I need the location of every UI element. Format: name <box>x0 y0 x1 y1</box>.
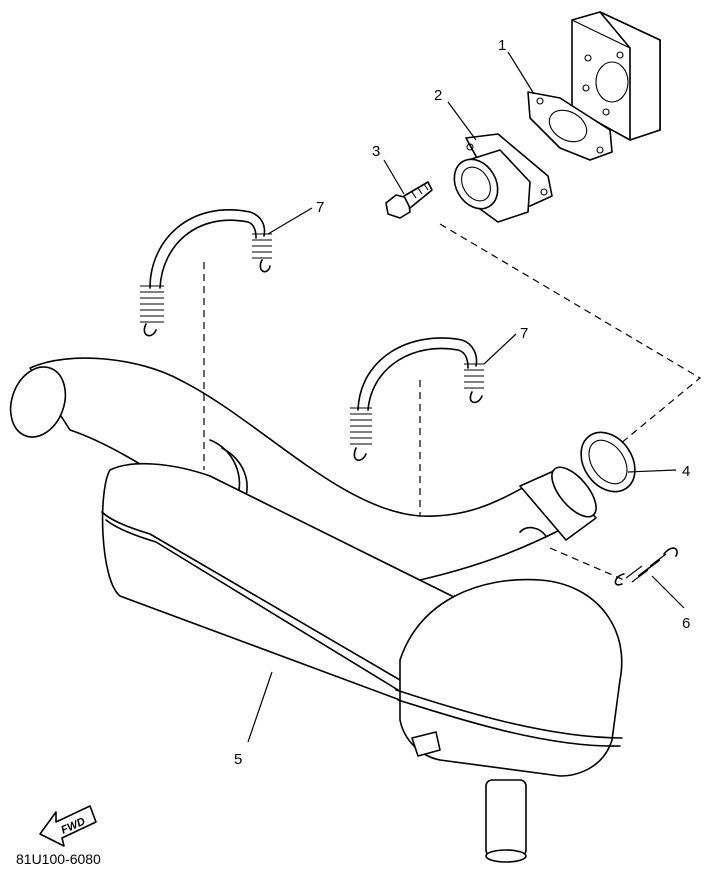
assembly-line-joint <box>439 223 702 445</box>
callout-label-7-lower: 7 <box>520 325 528 342</box>
spring-lower-middle <box>350 337 484 461</box>
callout-5: 5 <box>234 671 273 768</box>
muffler-part <box>101 463 623 863</box>
callout-label-6: 6 <box>682 615 690 632</box>
callout-6: 6 <box>651 575 690 632</box>
assembly-line-spring-6 <box>549 547 625 581</box>
callout-label-5: 5 <box>234 751 242 768</box>
callout-label-7-upper: 7 <box>316 199 324 216</box>
cylinder-flange-block <box>571 11 661 141</box>
callout-label-3: 3 <box>372 143 380 160</box>
callout-label-2: 2 <box>434 87 442 104</box>
spring-part-6 <box>614 547 678 586</box>
fwd-arrow-icon: FWD <box>39 805 97 847</box>
callout-1: 1 <box>498 37 535 95</box>
exhaust-joint-part <box>453 133 553 223</box>
spring-upper-left <box>140 209 272 337</box>
exhaust-pipe <box>9 357 597 585</box>
callout-7-upper: 7 <box>267 199 324 235</box>
callout-4: 4 <box>627 463 690 480</box>
bolt-part <box>385 181 433 219</box>
callout-label-4: 4 <box>682 463 690 480</box>
ring-gasket-part <box>580 431 636 493</box>
gasket-part <box>527 91 613 161</box>
callout-3: 3 <box>372 143 405 195</box>
diagram-code: 81U100-6080 <box>16 851 101 867</box>
callout-7-lower: 7 <box>483 325 528 365</box>
callout-label-1: 1 <box>498 37 506 54</box>
callout-2: 2 <box>434 87 477 141</box>
